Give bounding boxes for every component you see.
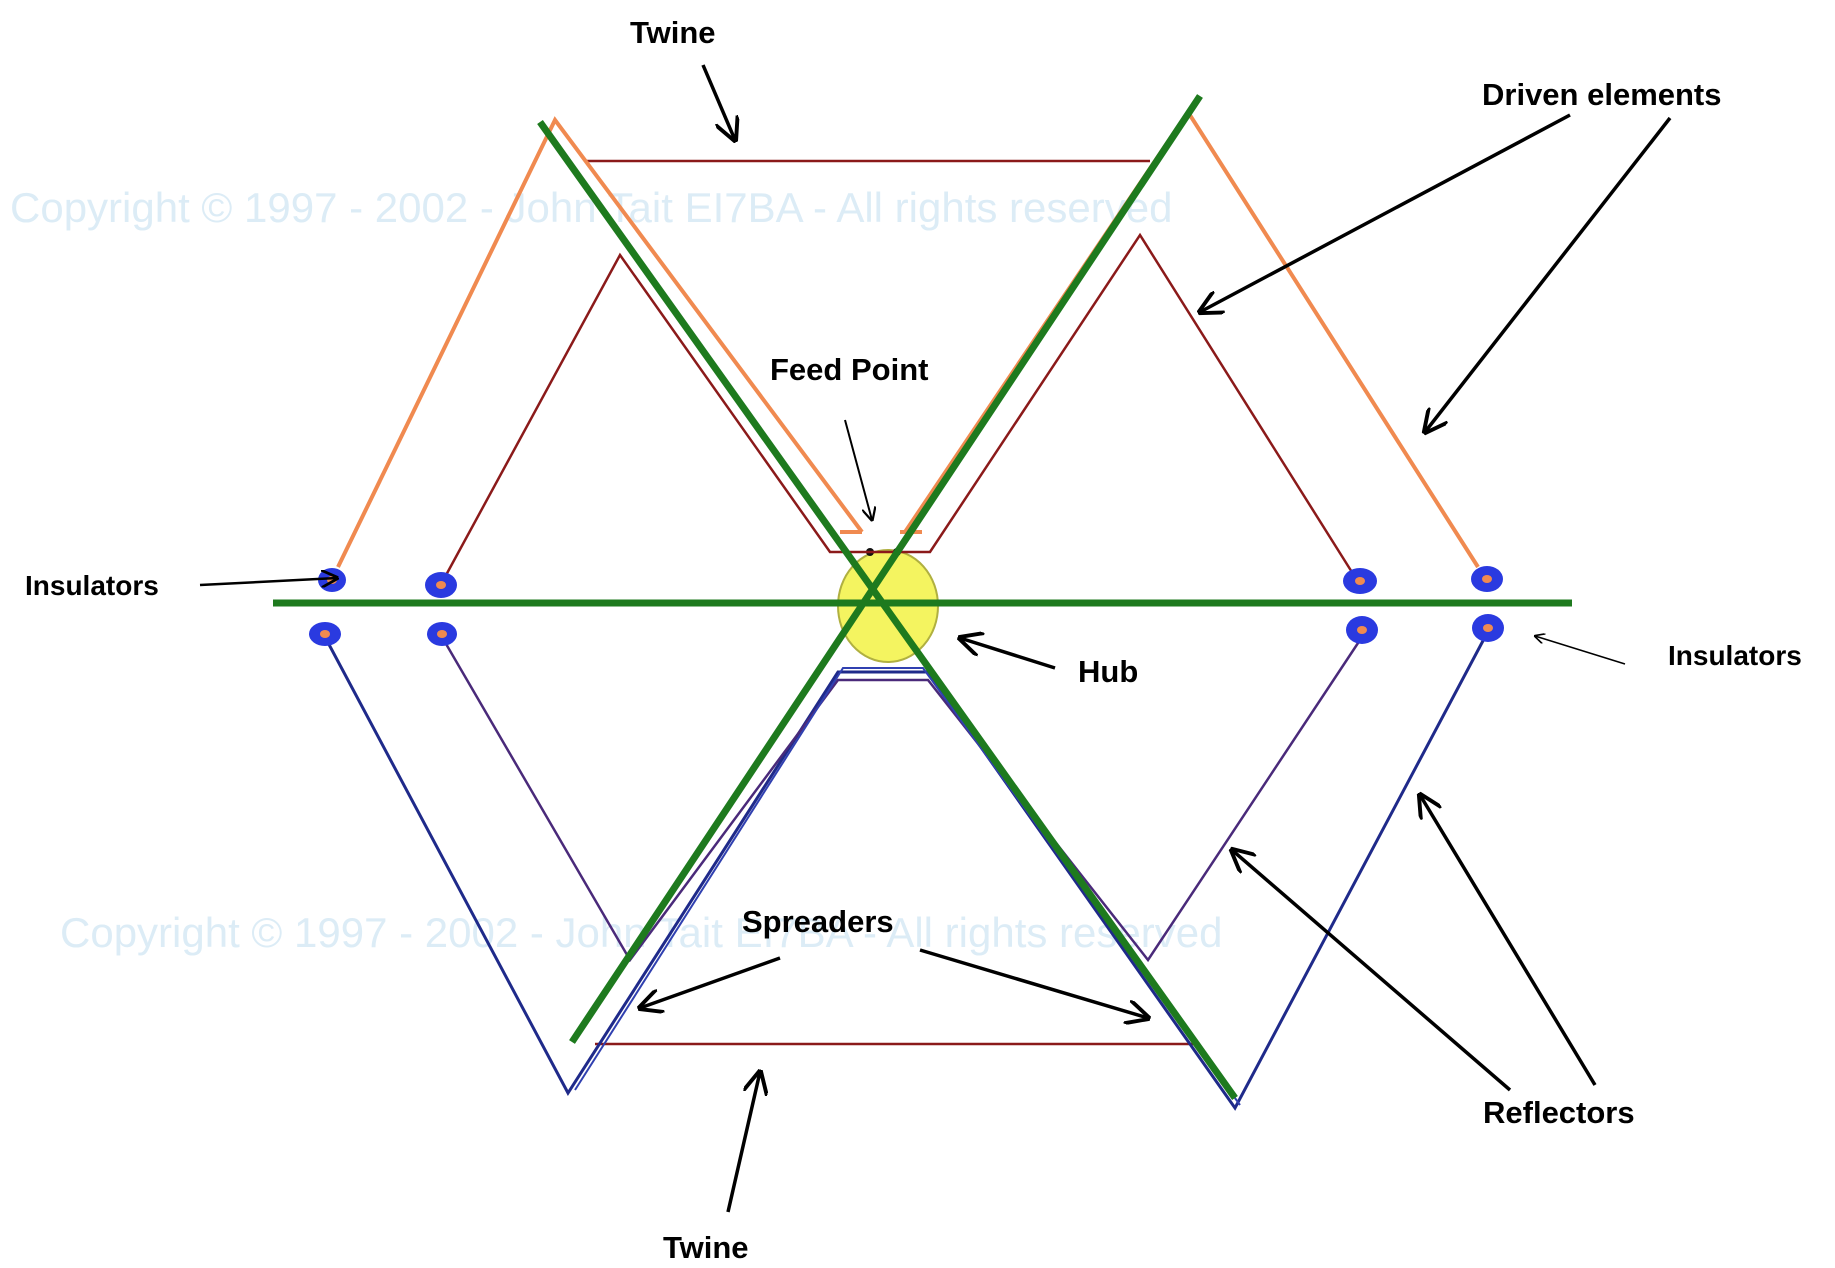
driven-inner-loop [443, 232, 1357, 578]
arrow-driven-2 [1425, 116, 1672, 432]
insulator-left-outer-bottom [309, 622, 341, 646]
label-hub: Hub [1078, 654, 1138, 689]
insulator-left-inner-bottom [427, 622, 457, 646]
arrow-reflectors-1 [1232, 850, 1512, 1092]
arrow-reflectors-2 [1420, 795, 1597, 1086]
insulator-right-outer-top [1471, 566, 1503, 592]
label-insulators-right: Insulators [1668, 640, 1802, 671]
driven-element-left [336, 116, 864, 568]
driven-element-right [903, 108, 1480, 569]
arrow-driven-1 [1200, 113, 1571, 312]
arrow-twine-bottom [726, 1072, 760, 1213]
arrow-twine-top [701, 64, 735, 140]
arrow-spreaders-left [640, 956, 781, 1008]
label-driven-elements: Driven elements [1482, 77, 1722, 112]
arrow-feed-point [844, 419, 872, 520]
arrow-spreaders-right [919, 948, 1148, 1018]
label-feed-point: Feed Point [770, 352, 928, 387]
arrow-hub [960, 638, 1056, 670]
insulator-right-inner-bottom [1346, 616, 1378, 644]
arrow-insulators-left [199, 578, 337, 585]
label-twine-top: Twine [630, 15, 716, 50]
spreader-diagonal-1 [537, 119, 1238, 1101]
spreader-diagonal-2 [569, 94, 1203, 1044]
insulator-left-inner-top [425, 572, 457, 598]
label-twine-bottom: Twine [663, 1230, 749, 1265]
reflector-outer [323, 636, 1487, 1111]
arrow-insulators-right [1535, 636, 1626, 665]
reflector-inner [440, 636, 1364, 963]
label-spreaders: Spreaders [742, 904, 894, 939]
label-insulators-left: Insulators [25, 570, 159, 601]
insulator-right-inner-top [1343, 568, 1377, 594]
label-reflectors: Reflectors [1483, 1095, 1635, 1130]
insulator-right-outer-bottom [1472, 614, 1504, 642]
